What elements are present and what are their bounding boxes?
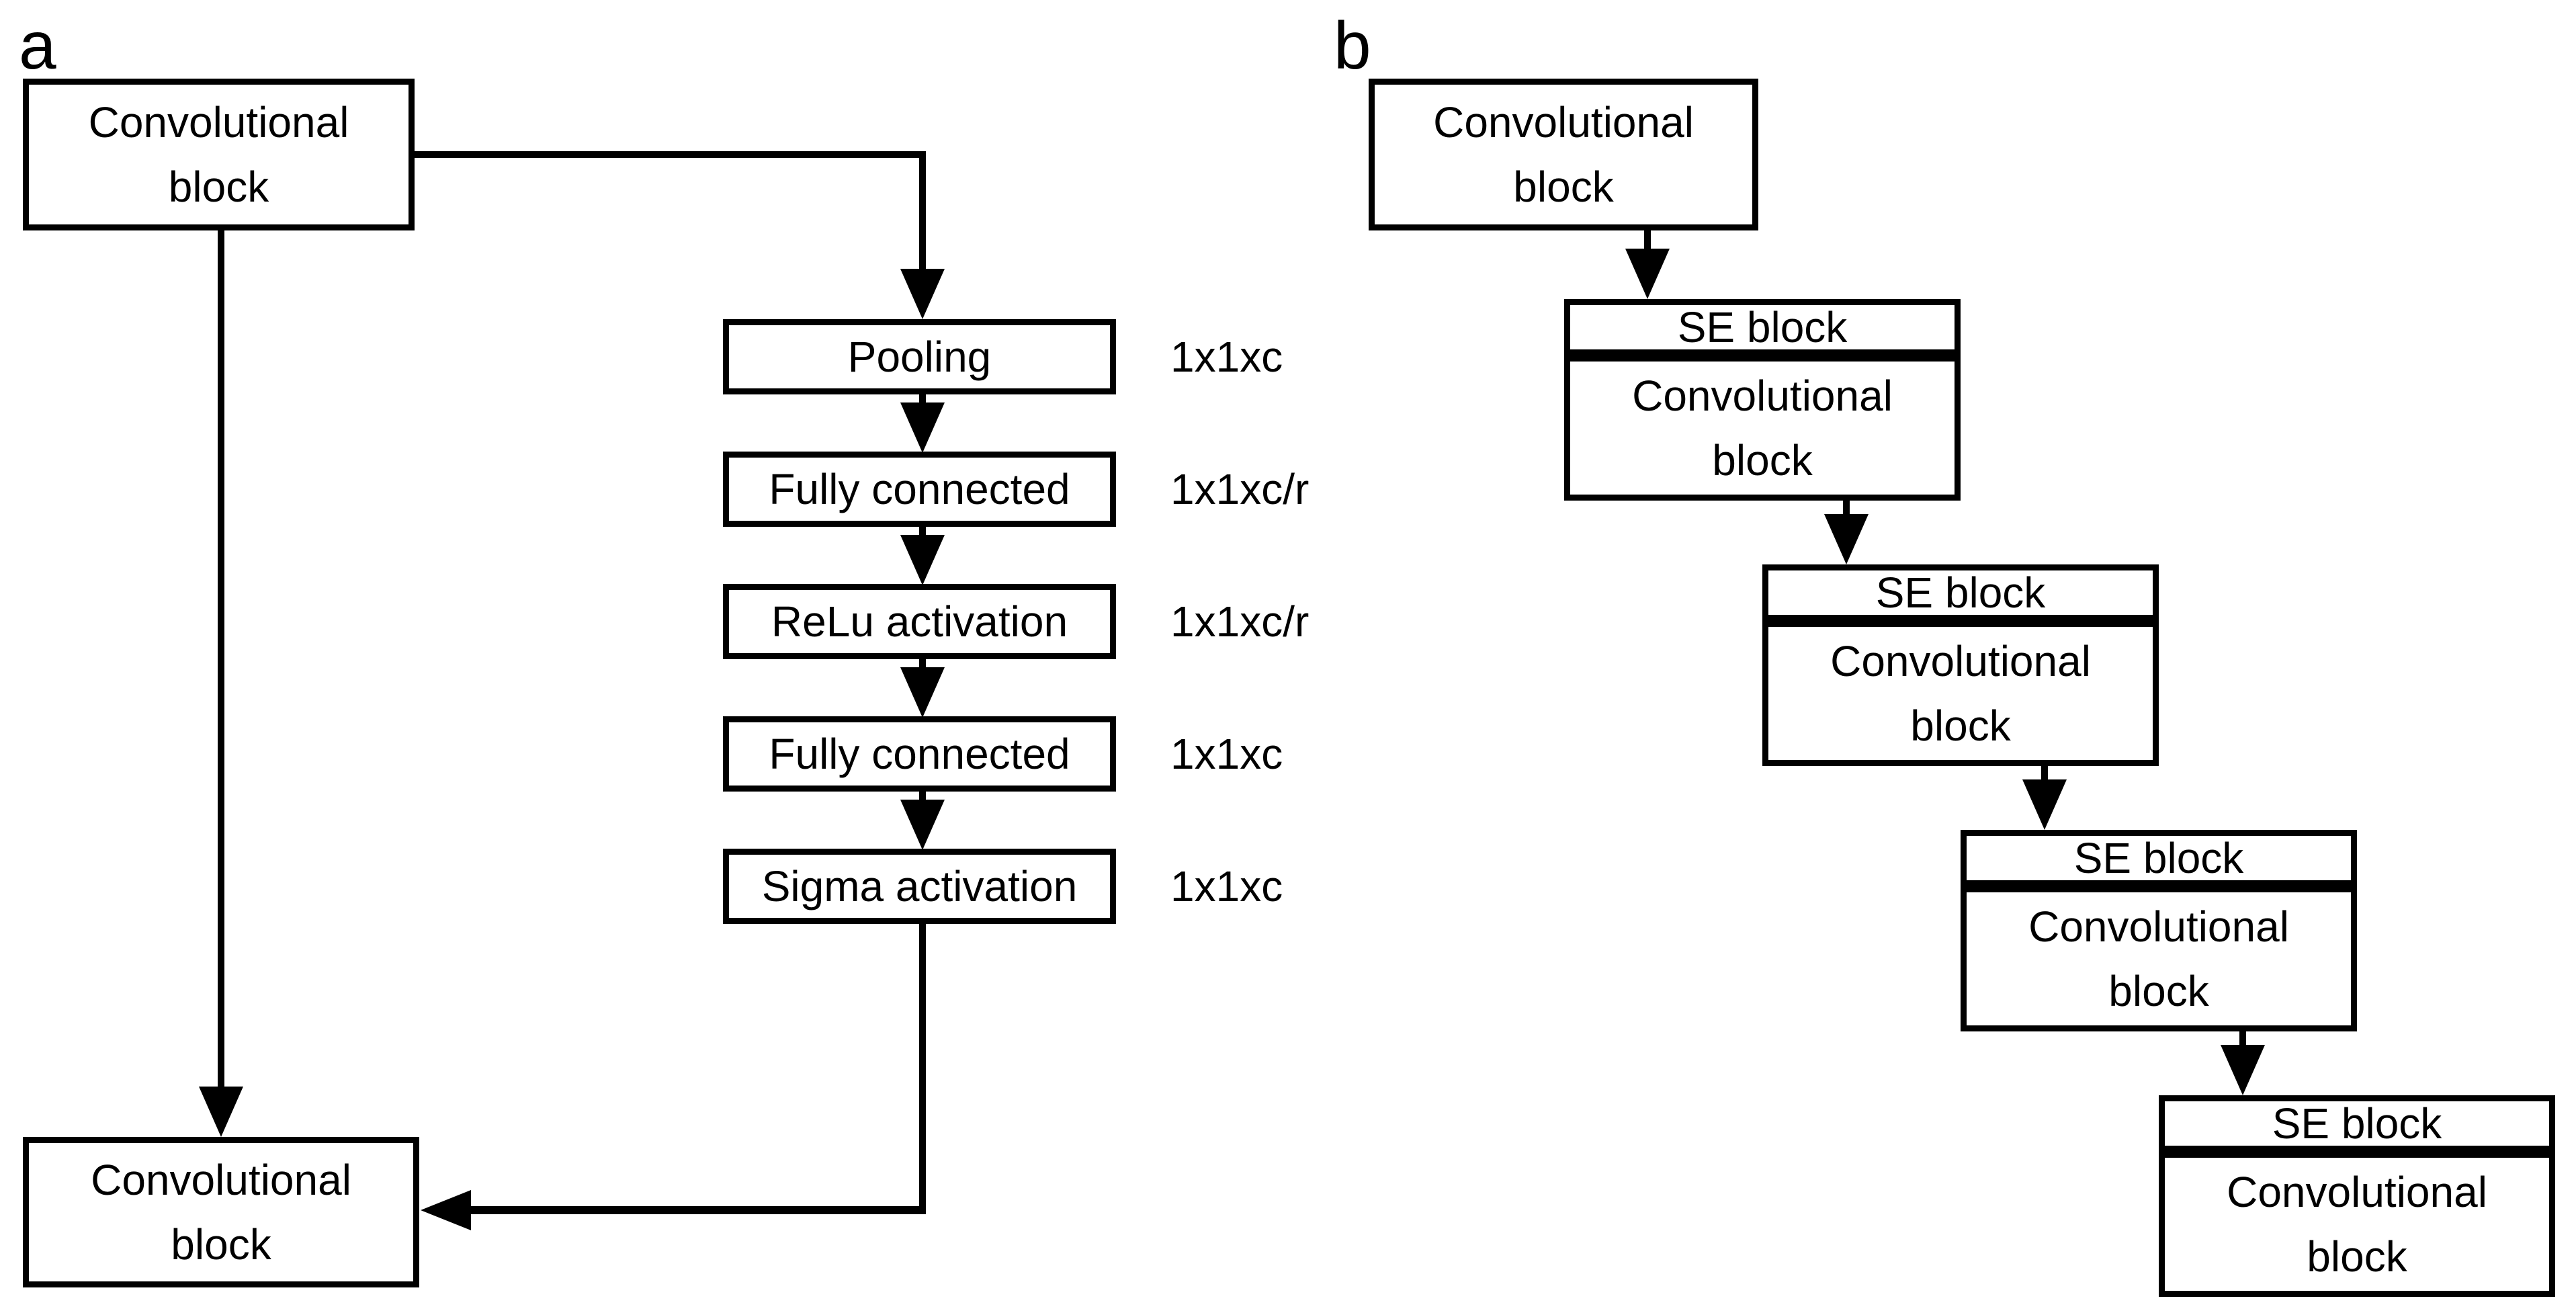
dim-label-fc1: 1x1xc/r bbox=[1170, 465, 1310, 513]
se-block-3: SE block Convolutional block bbox=[1961, 830, 2357, 1031]
panel-b-label: b bbox=[1334, 8, 1371, 83]
arrowhead-into-bottom-conv-right bbox=[421, 1190, 471, 1230]
se-block-2-body-text: Convolutional block bbox=[1830, 637, 2091, 750]
arrowhead-into-fc2 bbox=[900, 667, 945, 718]
relu-activation-block-text: ReLu activation bbox=[771, 597, 1068, 646]
arrowhead-into-bottom-conv bbox=[199, 1087, 243, 1137]
skip-connector-vertical bbox=[218, 230, 224, 1087]
conv-block-top-b: Convolutional block bbox=[1369, 79, 1758, 230]
se-block-3-header: SE block bbox=[1967, 834, 2351, 892]
connector-convb-se1 bbox=[1644, 230, 1651, 250]
dim-label-pooling: 1x1xc bbox=[1170, 333, 1283, 381]
arrowhead-into-se3 bbox=[2022, 779, 2067, 830]
connector-se1-se2 bbox=[1843, 501, 1850, 515]
connector-fc2-sigma bbox=[919, 792, 926, 801]
sigma-activation-block: Sigma activation bbox=[723, 849, 1116, 924]
feedback-connector-horizontal bbox=[469, 1206, 926, 1214]
relu-activation-block: ReLu activation bbox=[723, 584, 1116, 659]
fully-connected-block-1: Fully connected bbox=[723, 452, 1116, 527]
se-block-2-body: Convolutional block bbox=[1768, 627, 2153, 760]
conv-block-top-a-text: Convolutional block bbox=[88, 98, 349, 211]
connector-top-a-vertical bbox=[919, 151, 926, 272]
connector-se2-se3 bbox=[2041, 766, 2048, 781]
se-block-2: SE block Convolutional block bbox=[1762, 564, 2159, 766]
se-block-1-body-text: Convolutional block bbox=[1632, 372, 1893, 484]
conv-block-top-a: Convolutional block bbox=[23, 79, 415, 230]
se-block-2-header: SE block bbox=[1768, 568, 2153, 627]
se-block-1: SE block Convolutional block bbox=[1564, 299, 1961, 501]
connector-relu-fc2 bbox=[919, 659, 926, 669]
arrowhead-into-pooling bbox=[900, 269, 945, 319]
se-block-3-body-text: Convolutional block bbox=[2028, 902, 2289, 1015]
connector-fc1-relu bbox=[919, 527, 926, 536]
arrowhead-into-fc1 bbox=[900, 402, 945, 453]
se-block-4-body-text: Convolutional block bbox=[2227, 1168, 2487, 1281]
conv-block-bottom-a: Convolutional block bbox=[23, 1137, 419, 1287]
arrowhead-into-sigma bbox=[900, 800, 945, 850]
arrowhead-into-relu bbox=[900, 535, 945, 585]
fully-connected-block-2-text: Fully connected bbox=[769, 730, 1070, 778]
pooling-block: Pooling bbox=[723, 319, 1116, 394]
fully-connected-block-1-text: Fully connected bbox=[769, 465, 1070, 513]
se-block-4-body: Convolutional block bbox=[2165, 1158, 2549, 1291]
se-block-3-body: Convolutional block bbox=[1967, 892, 2351, 1025]
conv-block-bottom-a-text: Convolutional block bbox=[91, 1156, 351, 1269]
se-block-1-body: Convolutional block bbox=[1570, 362, 1955, 495]
dim-label-fc2: 1x1xc bbox=[1170, 730, 1283, 778]
arrowhead-into-se4 bbox=[2221, 1045, 2265, 1095]
dim-label-relu: 1x1xc/r bbox=[1170, 597, 1310, 646]
feedback-connector-vertical bbox=[919, 924, 926, 1214]
connector-se3-se4 bbox=[2239, 1031, 2246, 1046]
connector-top-a-horizontal bbox=[409, 151, 926, 158]
se-block-4: SE block Convolutional block bbox=[2159, 1095, 2555, 1297]
se-block-4-header: SE block bbox=[2165, 1099, 2549, 1158]
pooling-block-text: Pooling bbox=[847, 333, 992, 381]
arrowhead-into-se1 bbox=[1625, 249, 1670, 299]
arrowhead-into-se2 bbox=[1824, 514, 1869, 564]
conv-block-top-b-text: Convolutional block bbox=[1433, 98, 1694, 211]
connector-pooling-fc1 bbox=[919, 394, 926, 404]
dim-label-sigma: 1x1xc bbox=[1170, 862, 1283, 910]
panel-a-label: a bbox=[19, 8, 56, 83]
se-block-1-header: SE block bbox=[1570, 303, 1955, 362]
fully-connected-block-2: Fully connected bbox=[723, 716, 1116, 792]
sigma-activation-block-text: Sigma activation bbox=[761, 862, 1078, 910]
